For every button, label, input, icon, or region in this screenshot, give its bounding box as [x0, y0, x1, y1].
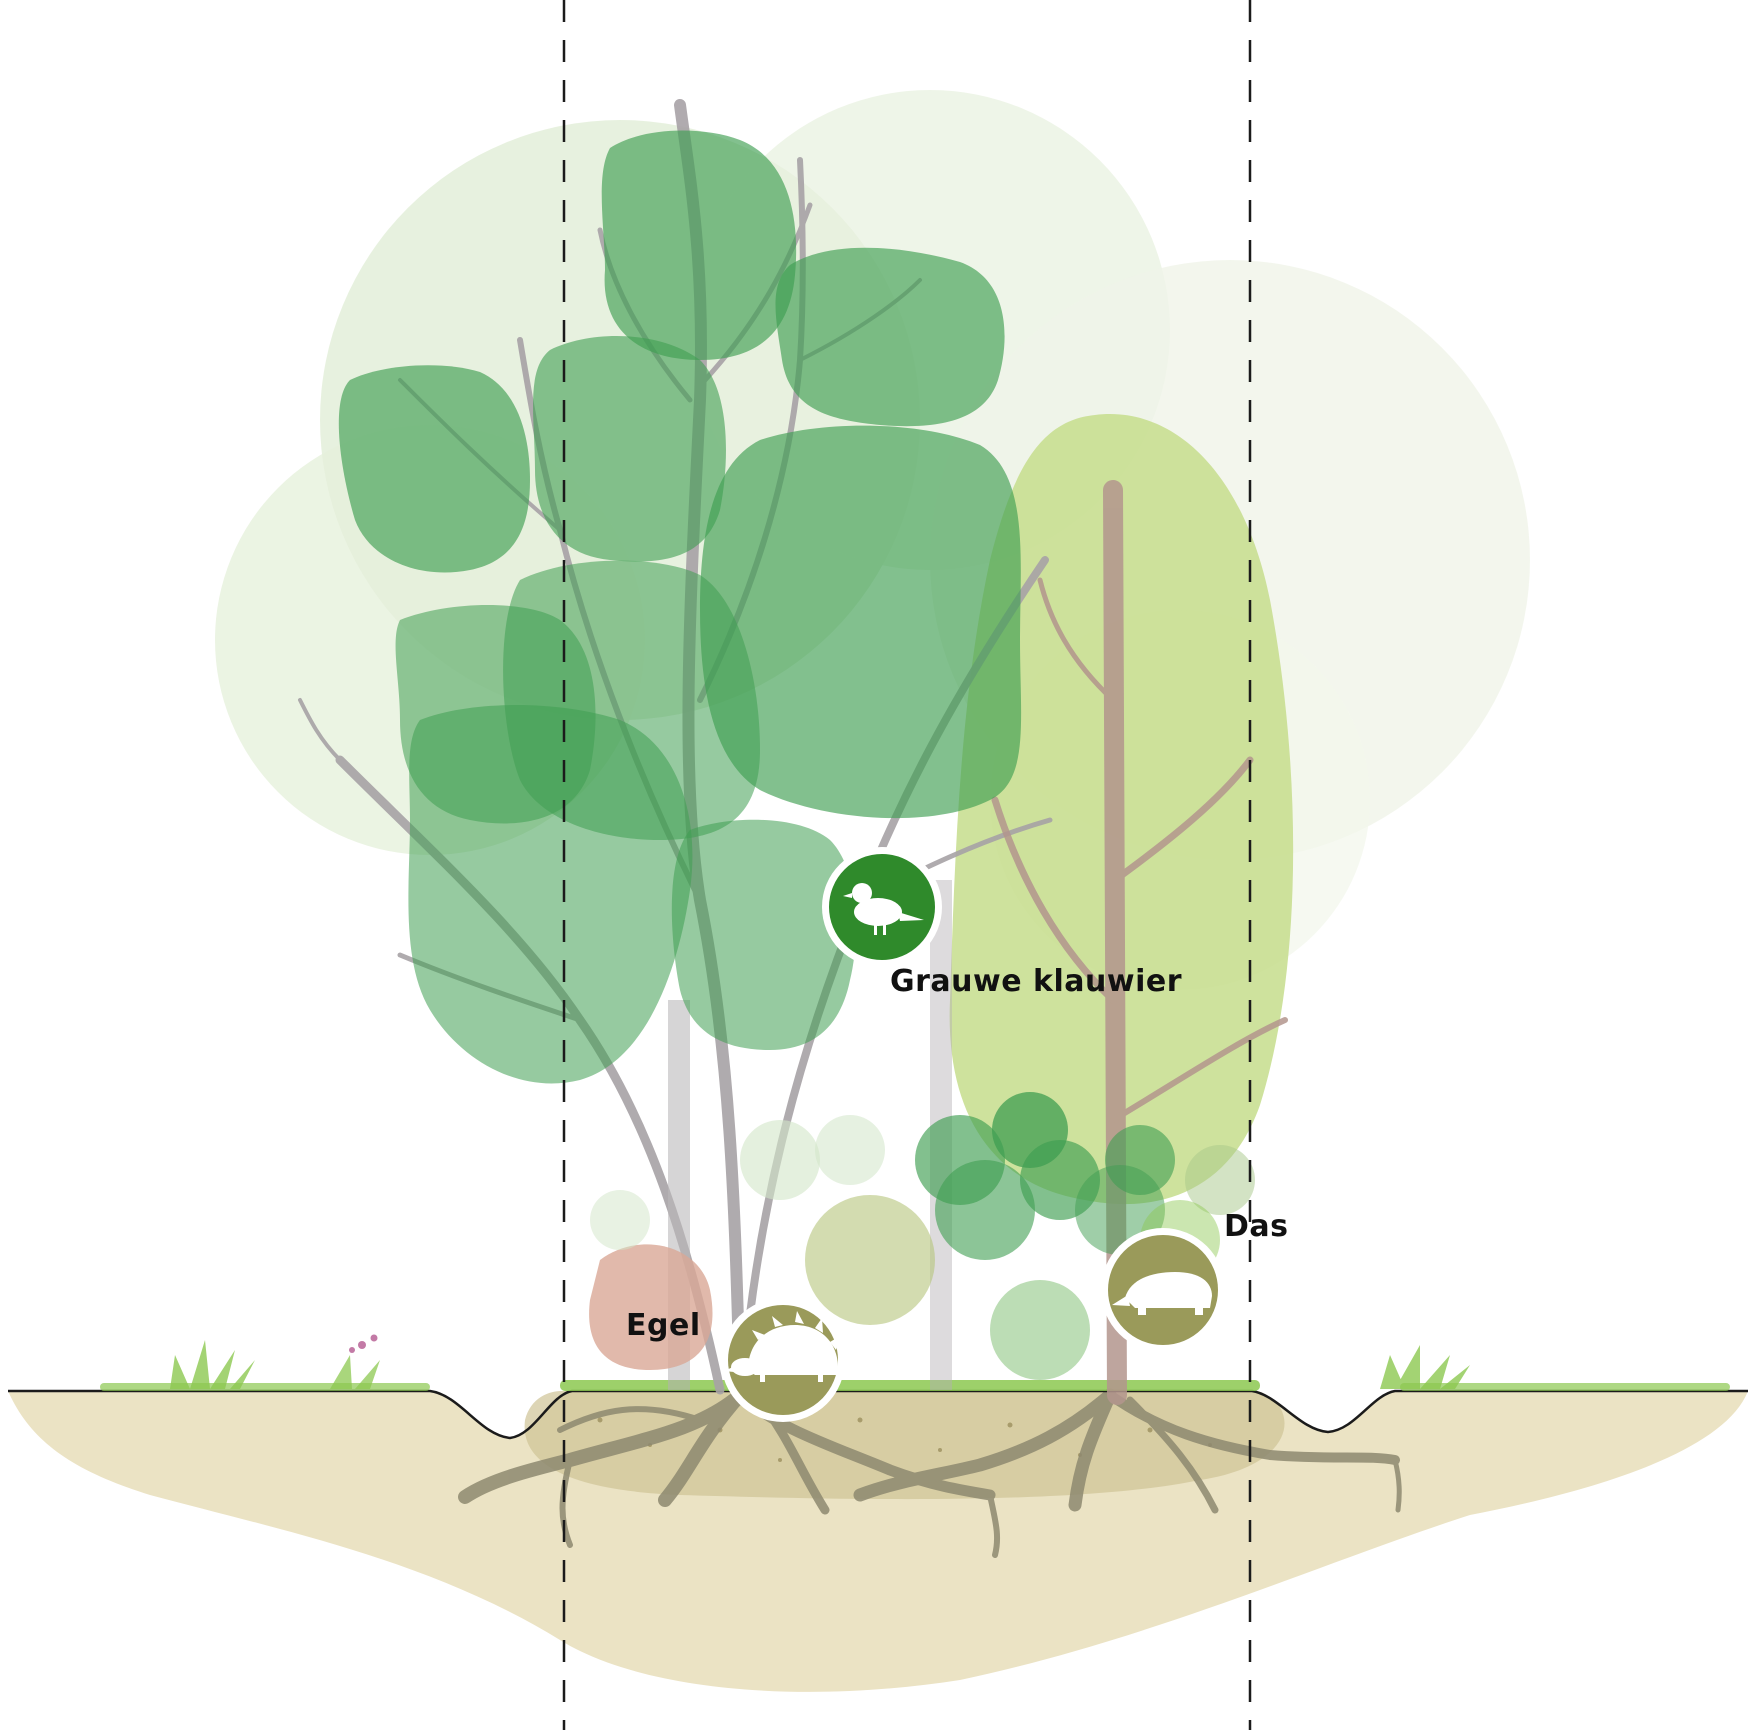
soil — [8, 1391, 1748, 1692]
species-label-grauwe-klauwier: Grauwe klauwier — [890, 964, 1182, 999]
hedgehog-badge — [721, 1298, 845, 1422]
bird-badge — [822, 847, 942, 967]
grass-verge — [100, 1335, 1730, 1392]
species-label-egel: Egel — [626, 1308, 701, 1343]
badger-badge — [1101, 1228, 1225, 1352]
species-label-das: Das — [1224, 1209, 1289, 1244]
